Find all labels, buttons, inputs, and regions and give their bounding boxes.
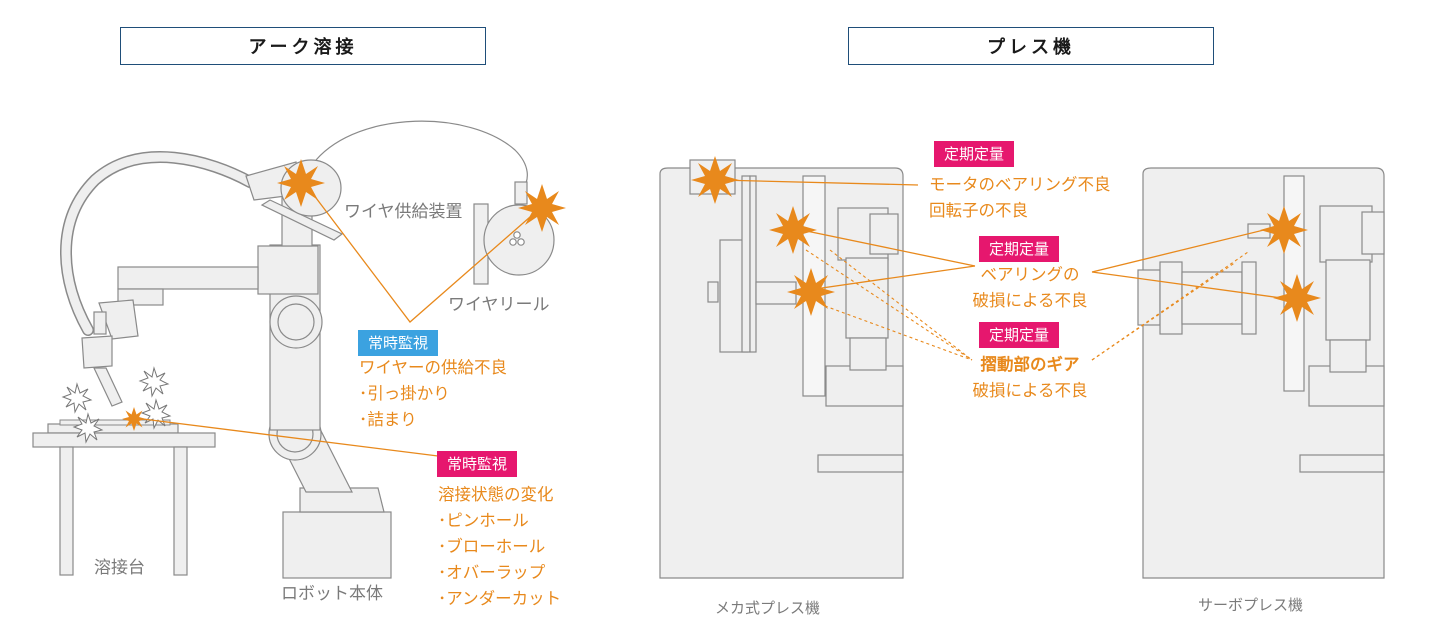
mechanical-press-label: メカ式プレス機: [715, 599, 821, 617]
welding-table-label: 溶接台: [94, 558, 145, 578]
bearing-damage-text: ベアリングの 破損による不良: [960, 262, 1100, 314]
burst-mech-upper: [769, 206, 817, 254]
arc-welding-title: アーク溶接: [120, 27, 486, 65]
press-machine-title: プレス機: [848, 27, 1214, 65]
burst-weld: [122, 407, 146, 431]
wire-feeder-label: ワイヤ供給装置: [344, 202, 463, 222]
weld-state-line: 溶接状態の変化: [438, 485, 554, 504]
weld-state-line: ･アンダーカット: [438, 589, 562, 608]
burst-feeder: [277, 159, 325, 207]
weld-state-badge: 常時監視: [437, 451, 518, 477]
wire-feed-line: ･詰まり: [359, 410, 417, 429]
bearing-damage-line: 破損による不良: [972, 291, 1088, 310]
gear-damage-badge: 定期定量: [979, 322, 1060, 348]
wire-feed-line: ･引っ掛かり: [359, 384, 450, 403]
wire-feed-badge: 常時監視: [358, 330, 439, 356]
servo-press-label: サーボプレス機: [1198, 596, 1304, 614]
burst-servo-upper: [1260, 206, 1308, 254]
wire-reel: [473, 181, 555, 285]
weld-state-line: ･ブローホール: [438, 537, 546, 556]
motor-bearing-line: 回転子の不良: [929, 201, 1028, 220]
gear-damage-line: 摺動部のギア: [980, 355, 1080, 374]
burst-motor: [691, 156, 739, 204]
motor-bearing-badge: 定期定量: [934, 141, 1015, 167]
motor-bearing-line: モータのベアリング不良: [929, 175, 1111, 194]
motor-bearing-text: モータのベアリング不良 回転子の不良: [929, 172, 1111, 224]
wire-feed-text: ワイヤーの供給不良 ･引っ掛かり ･詰まり: [359, 355, 507, 433]
robot-body-label: ロボット本体: [281, 584, 383, 604]
weld-state-line: ･ピンホール: [438, 511, 529, 530]
gear-damage-text: 摺動部のギア 破損による不良: [960, 352, 1100, 404]
robot-body: [81, 195, 392, 579]
servo-press: [1137, 167, 1385, 579]
burst-servo-lower: [1273, 274, 1321, 322]
wire-feed-line: ワイヤーの供給不良: [359, 358, 508, 377]
burst-reel: [518, 184, 566, 232]
burst-mech-lower: [787, 268, 835, 316]
wire-reel-label: ワイヤリール: [448, 295, 550, 315]
bearing-damage-badge: 定期定量: [979, 236, 1060, 262]
weld-state-line: ･オバーラップ: [438, 563, 546, 582]
gear-damage-line: 破損による不良: [972, 381, 1088, 400]
bearing-damage-line: ベアリングの: [980, 265, 1080, 284]
torch-bracket: [260, 199, 344, 241]
weld-state-text: 溶接状態の変化 ･ピンホール ･ブローホール ･オバーラップ ･アンダーカット: [438, 482, 561, 612]
